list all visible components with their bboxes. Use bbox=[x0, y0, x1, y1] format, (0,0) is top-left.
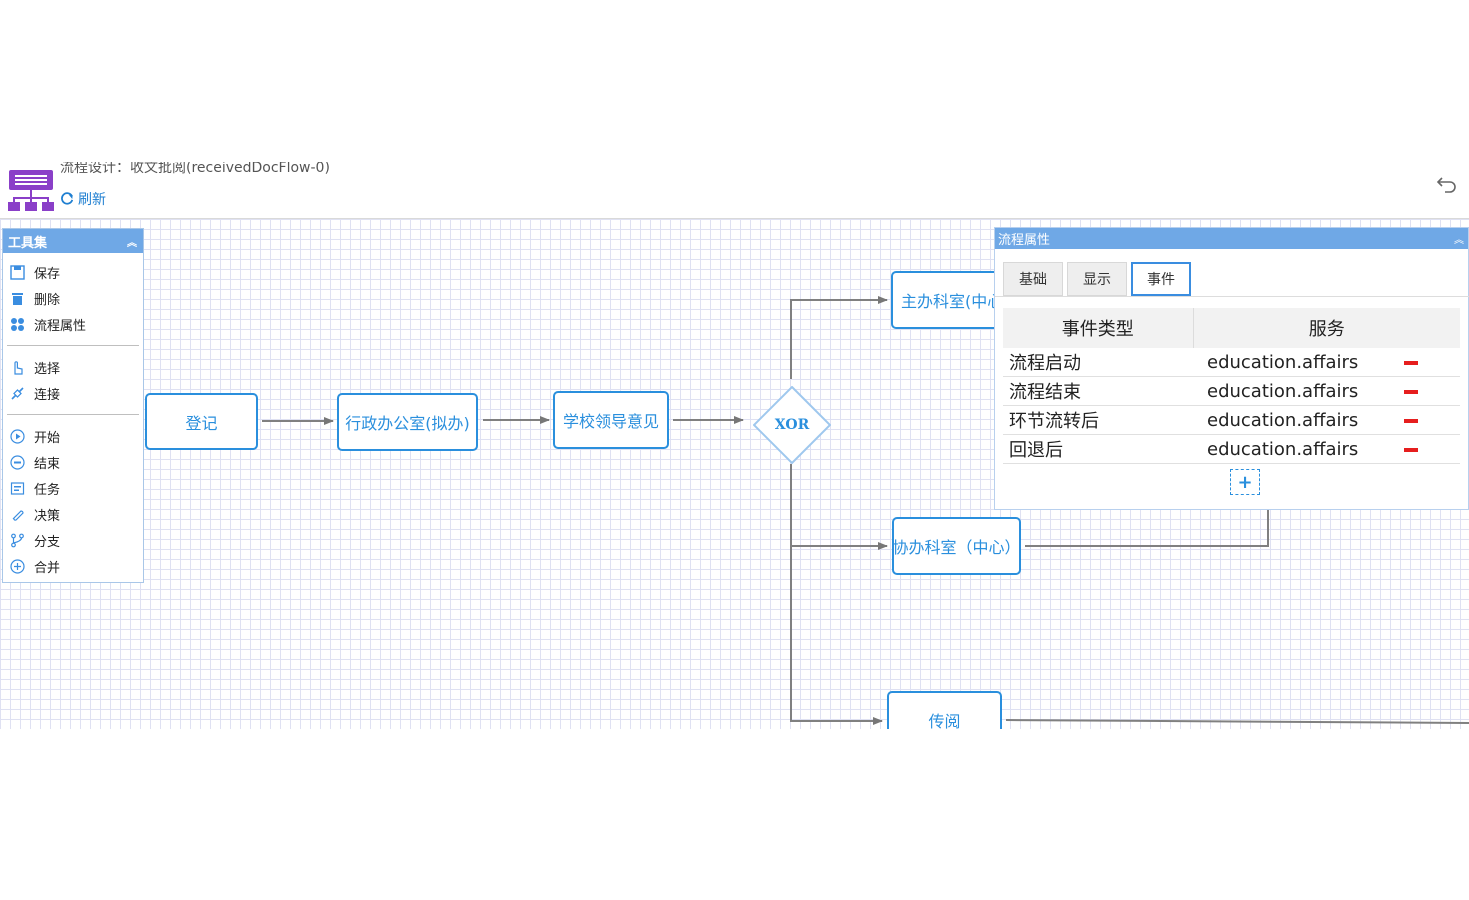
service-cell[interactable]: education.affairs bbox=[1193, 376, 1400, 406]
trash-icon bbox=[9, 290, 25, 306]
remove-row-button[interactable] bbox=[1404, 418, 1418, 423]
node-school-leader[interactable]: 学校领导意见 bbox=[553, 391, 669, 449]
tab-events[interactable]: 事件 bbox=[1131, 262, 1191, 296]
edge-xor-circulate bbox=[790, 546, 883, 725]
tab-basic[interactable]: 基础 bbox=[1003, 262, 1063, 296]
add-event-button[interactable]: + bbox=[1230, 469, 1260, 495]
edge-assist-out bbox=[1025, 509, 1269, 547]
refresh-icon bbox=[61, 192, 74, 205]
page-title: 流程设计：收文批阅(receivedDocFlow-0) bbox=[60, 162, 330, 176]
xor-diamond bbox=[752, 385, 832, 465]
start-circle-icon bbox=[9, 428, 25, 444]
remove-row-button[interactable] bbox=[1404, 360, 1418, 365]
events-table: 事件类型 服务 流程启动 education.affairs 流程结束 educ… bbox=[1003, 308, 1460, 464]
link-icon bbox=[9, 385, 25, 401]
column-header-event-type: 事件类型 bbox=[1003, 308, 1194, 348]
service-cell[interactable]: education.affairs bbox=[1193, 348, 1400, 377]
tool-end[interactable]: 结束 bbox=[3, 449, 143, 475]
edge-xor-main bbox=[790, 296, 888, 379]
collapse-up-icon[interactable]: ︽ bbox=[127, 237, 137, 249]
tool-save[interactable]: 保存 bbox=[3, 259, 143, 285]
edge-xor-assist bbox=[790, 464, 888, 550]
table-row: 流程结束 education.affairs bbox=[1003, 376, 1460, 406]
join-icon bbox=[9, 558, 25, 574]
event-type-cell: 流程结束 bbox=[1003, 376, 1193, 406]
tab-display[interactable]: 显示 bbox=[1067, 262, 1127, 296]
table-row: 回退后 education.affairs bbox=[1003, 434, 1460, 464]
node-admin-office[interactable]: 行政办公室(拟办) bbox=[337, 393, 478, 451]
tool-start[interactable]: 开始 bbox=[3, 423, 143, 449]
tool-select[interactable]: 选择 bbox=[3, 354, 143, 380]
node-register[interactable]: 登记 bbox=[145, 393, 258, 450]
props-tabs: 基础 显示 事件 bbox=[1003, 262, 1191, 296]
tool-fork[interactable]: 分支 bbox=[3, 527, 143, 553]
props-title: 流程属性 bbox=[998, 233, 1051, 248]
table-row: 流程启动 education.affairs bbox=[1003, 348, 1460, 377]
tool-join[interactable]: 合并 bbox=[3, 553, 143, 579]
node-assist-office[interactable]: 协办科室（中心） bbox=[892, 517, 1021, 575]
toolbox-title: 工具集 bbox=[8, 235, 48, 251]
collapse-up-icon[interactable]: ︽ bbox=[1454, 235, 1464, 246]
table-row: 环节流转后 education.affairs bbox=[1003, 405, 1460, 435]
designer-header: 流程设计：收文批阅(receivedDocFlow-0) 刷新 bbox=[0, 160, 1469, 219]
fork-icon bbox=[9, 532, 25, 548]
tool-flow-properties[interactable]: 流程属性 bbox=[3, 311, 143, 337]
refresh-button[interactable]: 刷新 bbox=[60, 189, 106, 209]
flow-properties-icon bbox=[9, 316, 25, 332]
service-cell[interactable]: education.affairs bbox=[1193, 405, 1400, 435]
tabs-divider bbox=[995, 296, 1469, 297]
node-circulate[interactable]: 传阅 bbox=[887, 691, 1002, 729]
tool-task[interactable]: 任务 bbox=[3, 475, 143, 501]
undo-icon[interactable] bbox=[1435, 174, 1459, 194]
toolbox-separator bbox=[7, 414, 139, 415]
org-chart-logo-icon bbox=[8, 170, 54, 211]
remove-row-button[interactable] bbox=[1404, 447, 1418, 452]
task-icon bbox=[9, 480, 25, 496]
refresh-label: 刷新 bbox=[78, 192, 106, 208]
flow-properties-panel: 流程属性 ︽ 基础 显示 事件 事件类型 服务 流程启动 education.a… bbox=[994, 227, 1469, 510]
service-cell[interactable]: education.affairs bbox=[1193, 434, 1400, 464]
xor-label: XOR bbox=[774, 417, 810, 433]
event-type-cell: 环节流转后 bbox=[1003, 405, 1193, 435]
node-xor-gateway[interactable]: XOR bbox=[752, 385, 832, 465]
decision-icon bbox=[9, 506, 25, 522]
save-icon bbox=[9, 264, 25, 280]
flow-edges bbox=[262, 296, 1469, 725]
event-type-cell: 回退后 bbox=[1003, 434, 1193, 464]
tool-decision[interactable]: 决策 bbox=[3, 501, 143, 527]
edge-circulate-out bbox=[1005, 719, 1469, 724]
toolbox-separator bbox=[7, 345, 139, 346]
event-type-cell: 流程启动 bbox=[1003, 348, 1193, 377]
column-header-service: 服务 bbox=[1193, 308, 1460, 348]
tool-connect[interactable]: 连接 bbox=[3, 380, 143, 406]
remove-row-button[interactable] bbox=[1404, 389, 1418, 394]
toolbox-panel: 工具集 ︽ 保存 删除 流程属性 选择 bbox=[2, 228, 144, 583]
props-header[interactable]: 流程属性 ︽ bbox=[995, 228, 1468, 249]
tool-delete[interactable]: 删除 bbox=[3, 285, 143, 311]
toolbox-header[interactable]: 工具集 ︽ bbox=[3, 229, 143, 253]
end-circle-icon bbox=[9, 454, 25, 470]
pointer-hand-icon bbox=[9, 359, 25, 375]
